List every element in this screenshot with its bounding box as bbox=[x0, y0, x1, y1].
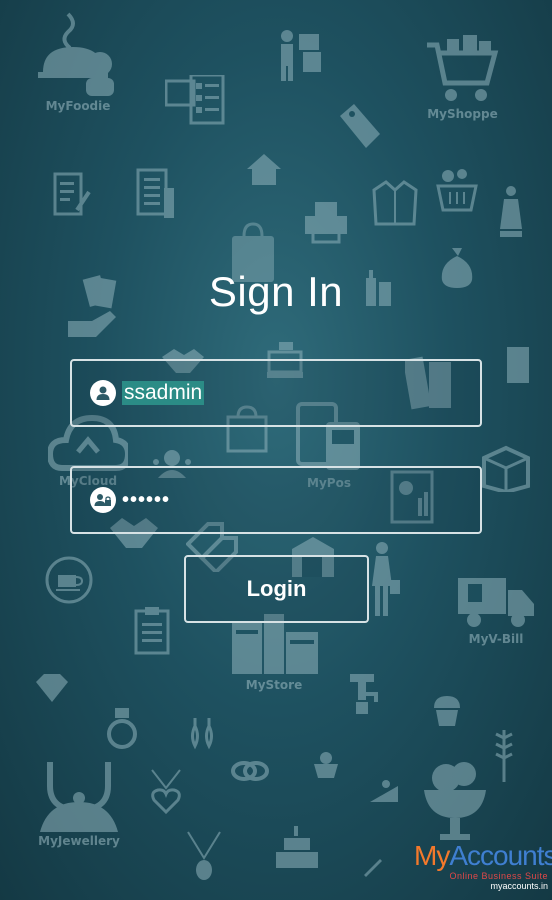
brand-name-accounts: Accounts bbox=[449, 840, 552, 871]
jacket-icon bbox=[372, 180, 418, 228]
brand-name-my: My bbox=[414, 840, 450, 871]
username-value: ssadmin bbox=[122, 381, 205, 405]
myjewellery-logo: MyJewellery bbox=[38, 762, 120, 848]
myaccounts-logo: MyAccounts Online Business Suite myaccou… bbox=[414, 840, 552, 892]
shopping-cart-icon bbox=[427, 35, 499, 101]
ice-cream-bowl-icon bbox=[420, 760, 490, 844]
myshoppe-label: MyShoppe bbox=[427, 107, 498, 121]
necklace-bust-icon bbox=[40, 762, 118, 832]
monitor-checklist-icon bbox=[165, 75, 225, 125]
price-tag-icon bbox=[338, 102, 383, 152]
brand-url: myaccounts.in bbox=[490, 881, 548, 891]
grain-sack-icon bbox=[503, 345, 533, 385]
myfoodie-label: MyFoodie bbox=[45, 99, 111, 113]
grocery-basket-icon bbox=[436, 168, 478, 212]
clipboard-icon bbox=[134, 605, 170, 655]
diamond-icon bbox=[34, 672, 70, 704]
pendant-necklace-icon bbox=[186, 830, 222, 882]
brand-name: MyAccounts bbox=[414, 840, 552, 871]
printer-icon bbox=[303, 200, 349, 244]
username-field[interactable]: ssadmin bbox=[70, 359, 482, 427]
myshoppe-logo: MyShoppe bbox=[425, 35, 500, 121]
delivery-worker-icon bbox=[275, 28, 325, 83]
users-lock-icon bbox=[90, 487, 116, 513]
sign-in-title: Sign In bbox=[208, 268, 344, 315]
password-value: •••••• bbox=[122, 488, 171, 511]
myvbill-label: MyV-Bill bbox=[468, 632, 524, 646]
ring-icon bbox=[104, 706, 140, 750]
myjewellery-label: MyJewellery bbox=[38, 834, 120, 848]
delivery-truck-icon bbox=[458, 578, 534, 627]
coffee-cup-icon bbox=[44, 555, 94, 605]
edit-document-icon bbox=[53, 172, 91, 218]
open-box-icon bbox=[478, 440, 534, 492]
bangles-icon bbox=[230, 760, 270, 782]
brand-tagline: Online Business Suite bbox=[449, 871, 548, 881]
chef-cloche-icon bbox=[38, 12, 114, 96]
wheat-icon bbox=[492, 728, 516, 784]
pen-icon bbox=[362, 855, 384, 877]
house-icon bbox=[245, 152, 283, 186]
cupcake-icon bbox=[432, 694, 462, 728]
mystore-label: MyStore bbox=[245, 678, 303, 692]
user-icon bbox=[90, 380, 116, 406]
myvbill-logo: MyV-Bill bbox=[456, 574, 536, 646]
invoice-icon bbox=[136, 168, 176, 220]
login-button[interactable]: Login bbox=[184, 555, 369, 623]
mannequin-icon bbox=[496, 185, 526, 240]
dessert-cup-icon bbox=[312, 750, 340, 780]
password-field[interactable]: •••••• bbox=[70, 466, 482, 534]
layer-cake-icon bbox=[272, 824, 322, 872]
faucet-icon bbox=[346, 672, 380, 716]
cake-slice-icon bbox=[368, 778, 400, 804]
woman-shopper-icon bbox=[366, 540, 400, 620]
mystore-logo: MyStore bbox=[226, 612, 322, 692]
myfoodie-logo: MyFoodie bbox=[38, 12, 118, 113]
heart-pendant-icon bbox=[150, 768, 182, 816]
earrings-icon bbox=[188, 716, 216, 752]
